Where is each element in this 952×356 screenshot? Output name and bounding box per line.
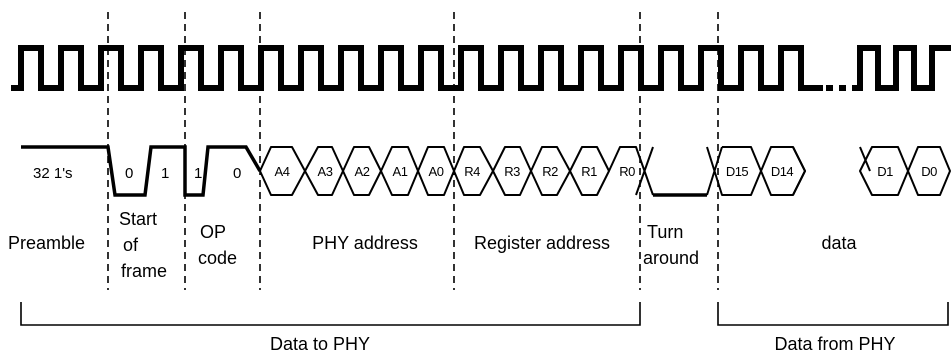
cell-d15 <box>706 146 762 196</box>
brackets: Data to PHY Data from PHY <box>20 302 949 354</box>
bit-op-0: 0 <box>233 165 241 182</box>
data-cells <box>259 146 951 196</box>
label-a0: A0 <box>429 164 444 179</box>
bracket-to-phy-label: Data to PHY <box>270 334 370 354</box>
section-dividers <box>107 12 719 290</box>
clock-signal-main <box>11 45 823 91</box>
r0-end-cross <box>635 146 654 196</box>
label-d14: D14 <box>771 164 794 179</box>
bit-op-1: 1 <box>194 165 202 182</box>
label-r1: R1 <box>581 164 597 179</box>
bit-preamble: 32 1's <box>33 165 73 182</box>
bracket-to-phy <box>20 302 641 326</box>
label-d0: D0 <box>921 164 937 179</box>
label-a3: A3 <box>318 164 333 179</box>
label-r2: R2 <box>542 164 558 179</box>
d1-start-cross <box>859 146 871 172</box>
section-op-line-2: code <box>198 248 237 268</box>
clock-signal-tail <box>852 45 951 91</box>
section-start-line-3: frame <box>121 261 167 281</box>
label-r0: R0 <box>619 164 635 179</box>
section-turn-line-1: Turn <box>647 222 683 242</box>
bit-labels: 32 1's 0 1 1 0 A4 A3 A2 A1 A0 R4 R3 R2 R… <box>33 164 938 182</box>
section-register-address: Register address <box>474 233 610 253</box>
clock-waveform <box>11 45 951 91</box>
label-r3: R3 <box>504 164 520 179</box>
section-data: data <box>821 233 857 253</box>
section-op-line-1: OP <box>200 222 226 242</box>
label-d1: D1 <box>877 164 893 179</box>
label-a2: A2 <box>355 164 370 179</box>
data-gap-edge <box>792 146 806 196</box>
section-phy-address: PHY address <box>312 233 418 253</box>
label-r4: R4 <box>464 164 480 179</box>
section-start-line-2: of <box>123 235 139 255</box>
label-a1: A1 <box>393 164 408 179</box>
label-d15: D15 <box>726 164 749 179</box>
bit-start-1: 1 <box>161 165 169 182</box>
bit-start-0: 0 <box>125 165 133 182</box>
section-labels: Preamble Start of frame OP code PHY addr… <box>8 209 857 281</box>
label-a4: A4 <box>275 164 290 179</box>
bracket-from-phy-label: Data from PHY <box>774 334 895 354</box>
cell-d0 <box>907 146 951 196</box>
section-turn-line-2: around <box>643 248 699 268</box>
section-start-line-1: Start <box>119 209 157 229</box>
section-preamble: Preamble <box>8 233 85 253</box>
bracket-from-phy <box>717 302 949 326</box>
